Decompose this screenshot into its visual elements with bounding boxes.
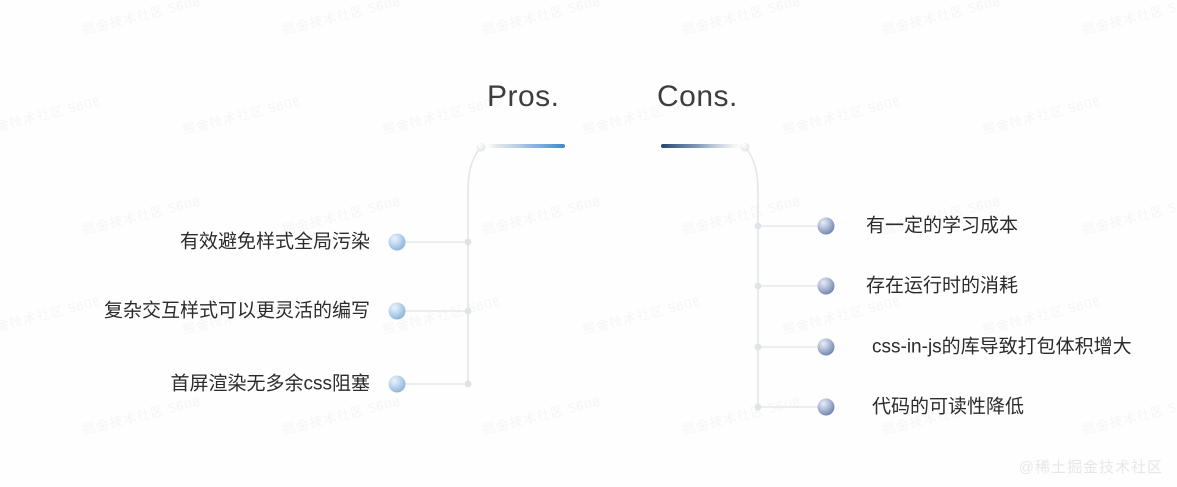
pros-item-label-2: 复杂交互样式可以更灵活的编写 [103, 300, 370, 322]
pros-junction-dot [464, 380, 472, 388]
cons-header-bar [661, 144, 745, 148]
pros-junction-dot [464, 307, 472, 315]
credit-watermark: @稀土掘金技术社区 [1018, 459, 1163, 476]
branch-title-pros: Pros. [487, 80, 560, 113]
cons-root-node [740, 142, 750, 152]
cons-item-label-4: 代码的可读性降低 [872, 396, 1025, 418]
cons-junction-dot [754, 403, 762, 411]
cons-item-label-2: 存在运行时的消耗 [866, 275, 1019, 297]
cons-leaf-bullet [817, 217, 835, 235]
cons-item-label-1: 有一定的学习成本 [866, 215, 1019, 237]
pros-leaf-bullet [388, 302, 406, 320]
branch-cons-connectors [661, 142, 835, 416]
pros-item-label-1: 有效避免样式全局污染 [179, 231, 370, 253]
cons-junction-dot [754, 282, 762, 290]
cons-junction-dot [754, 343, 762, 351]
pros-leaf-bullet [388, 233, 406, 251]
cons-leaf-bullet [817, 398, 835, 416]
cons-leaf-bullet [817, 338, 835, 356]
pros-root-node [476, 142, 486, 152]
pros-leaf-bullet [388, 375, 406, 393]
branch-pros-connectors [388, 142, 565, 393]
cons-item-label-3: css-in-js的库导致打包体积增大 [872, 336, 1132, 358]
cons-junction-dot [754, 222, 762, 230]
branch-title-cons: Cons. [657, 80, 738, 113]
pros-item-label-3: 首屏渲染无多余css阻塞 [170, 373, 370, 395]
cons-leaf-bullet [817, 277, 835, 295]
pros-junction-dot [464, 238, 472, 246]
pros-header-bar [481, 144, 565, 148]
